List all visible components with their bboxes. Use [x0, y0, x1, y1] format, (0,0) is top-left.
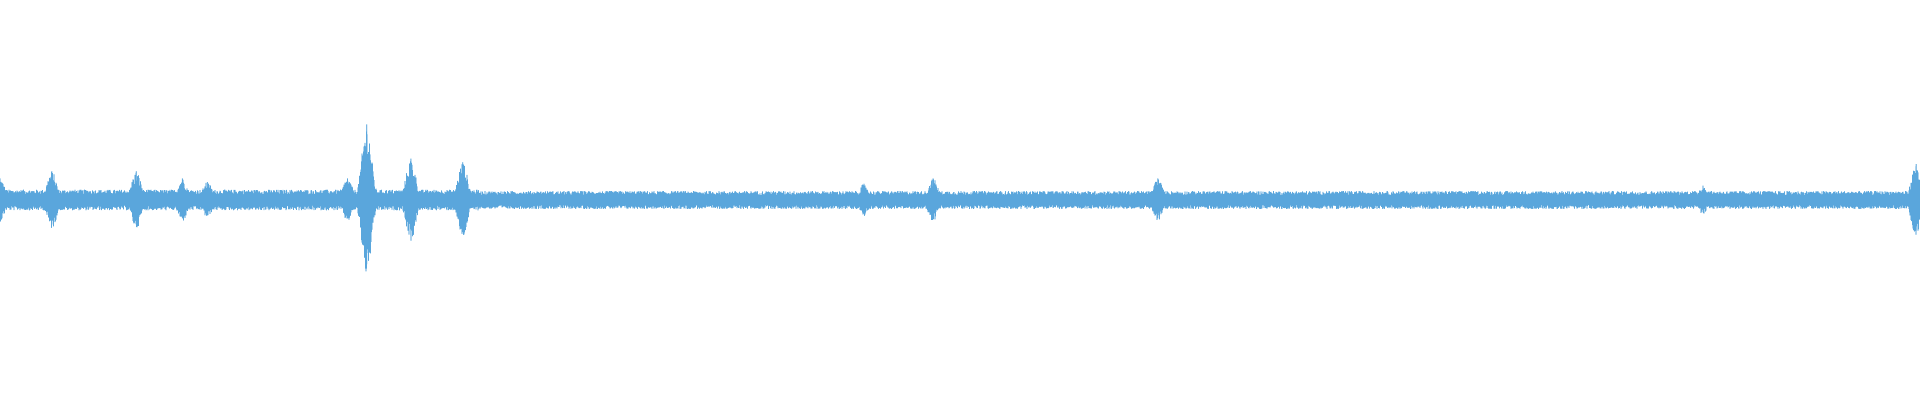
- waveform-path: [0, 131, 1920, 272]
- waveform-series: [0, 124, 1920, 272]
